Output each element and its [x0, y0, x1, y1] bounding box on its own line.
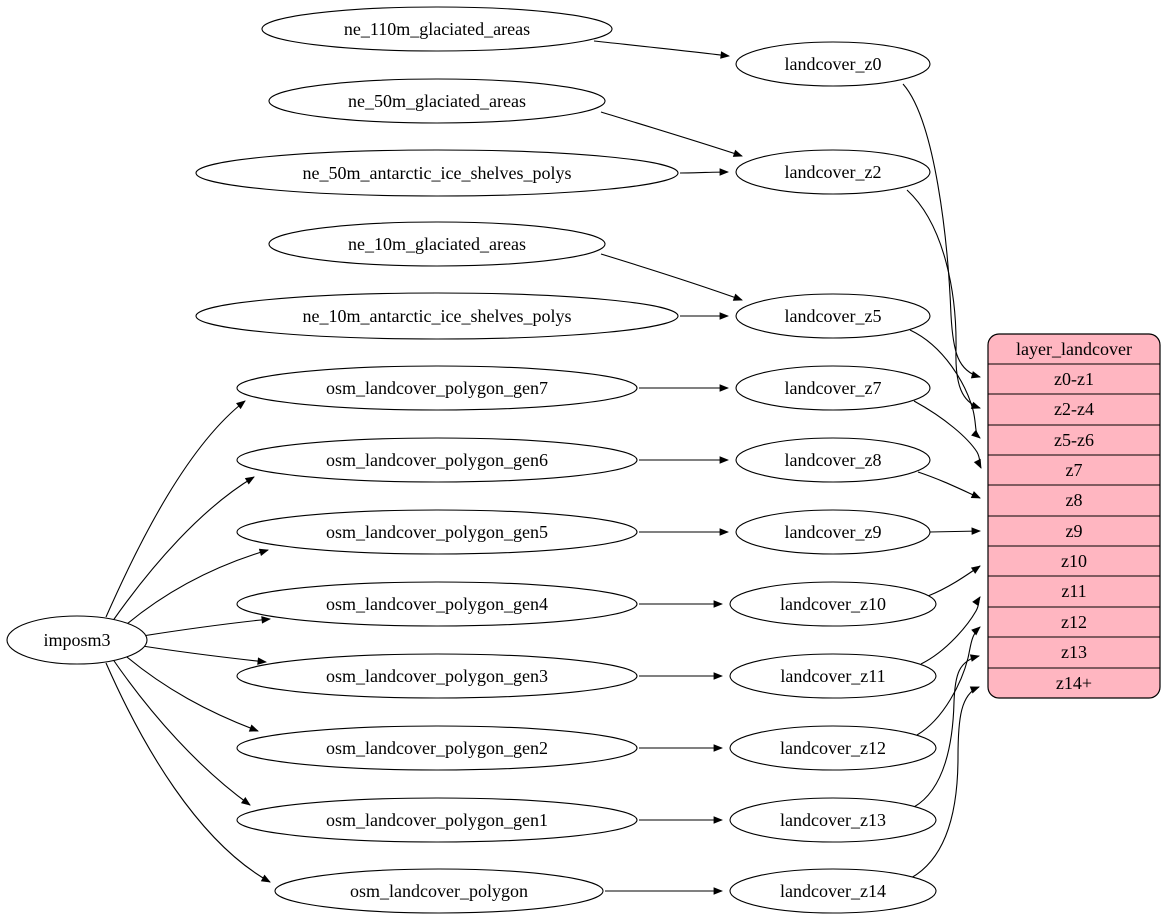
node-imposm3: imposm3: [6, 615, 148, 665]
node-label: landcover_z5: [785, 306, 882, 326]
edge-imposm3-to-gen6: [111, 476, 255, 623]
edge-z10-to-row-z10: [927, 565, 981, 597]
node-landcover-z8: landcover_z8: [735, 437, 931, 483]
table-row-z11: z11: [1061, 581, 1086, 601]
node-label: landcover_z2: [785, 162, 882, 182]
edge-ne50m-antarctic-to-z2: [679, 168, 729, 176]
edge-imposm3-to-gen3: [135, 644, 267, 665]
node-landcover-z5: landcover_z5: [735, 293, 931, 339]
table-row-z7: z7: [1066, 460, 1083, 480]
node-ne-110m-glaciated-areas: ne_110m_glaciated_areas: [261, 6, 613, 52]
node-osm-landcover-polygon-gen7: osm_landcover_polygon_gen7: [236, 365, 638, 411]
node-label: osm_landcover_polygon_gen5: [326, 522, 548, 542]
edge-ne50m-glaciated-to-z2: [600, 111, 743, 157]
node-osm-landcover-polygon-gen5: osm_landcover_polygon_gen5: [236, 509, 638, 555]
node-landcover-z11: landcover_z11: [729, 653, 937, 699]
node-ne-10m-antarctic-ice-shelves-polys: ne_10m_antarctic_ice_shelves_polys: [195, 292, 679, 340]
node-label: landcover_z14: [780, 881, 886, 901]
edge-imposm3-to-gen5: [120, 548, 269, 630]
table-row-z10: z10: [1061, 551, 1087, 571]
table-row-z8: z8: [1066, 490, 1083, 510]
edge-imposm3-to-gen7: [105, 400, 246, 618]
table-layer-landcover: layer_landcover z0-z1 z2-z4 z5-z6 z7 z8 …: [987, 333, 1161, 699]
node-label: osm_landcover_polygon_gen1: [326, 810, 548, 830]
edge-imposm3-to-gen1: [111, 657, 251, 806]
node-landcover-z13: landcover_z13: [729, 797, 937, 843]
table-row-z12: z12: [1061, 612, 1087, 632]
node-label: osm_landcover_polygon_gen2: [326, 738, 548, 758]
node-label: osm_landcover_polygon: [350, 881, 528, 901]
table-row-z2-z4: z2-z4: [1054, 399, 1094, 419]
edge-z2-to-row-z2-z4: [906, 189, 981, 409]
node-label: landcover_z7: [785, 378, 882, 398]
node-label: osm_landcover_polygon_gen4: [326, 594, 548, 614]
node-landcover-z12: landcover_z12: [729, 725, 937, 771]
edge-imposm3-to-gen4: [135, 616, 271, 638]
table-title: layer_landcover: [1016, 339, 1132, 359]
node-landcover-z0: landcover_z0: [735, 41, 931, 87]
node-osm-landcover-polygon-gen2: osm_landcover_polygon_gen2: [236, 725, 638, 771]
edges: [105, 40, 982, 895]
node-landcover-z9: landcover_z9: [735, 509, 931, 555]
node-ne-50m-glaciated-areas: ne_50m_glaciated_areas: [268, 78, 606, 124]
node-label: landcover_z11: [780, 666, 885, 686]
edge-z9-to-row-z9: [929, 527, 981, 535]
node-imposm3-label: imposm3: [43, 630, 110, 650]
edge-z7-to-row-z7: [913, 400, 982, 469]
node-label: landcover_z12: [780, 738, 886, 758]
node-label: osm_landcover_polygon_gen3: [326, 666, 548, 686]
node-imposm3-shape: [6, 615, 148, 665]
table-row-z13: z13: [1061, 642, 1087, 662]
node-ne-50m-antarctic-ice-shelves-polys: ne_50m_antarctic_ice_shelves_polys: [195, 149, 679, 197]
node-label: ne_50m_antarctic_ice_shelves_polys: [303, 163, 572, 183]
node-osm-landcover-polygon-gen1: osm_landcover_polygon_gen1: [236, 797, 638, 843]
edge-z12-to-row-z12: [916, 626, 981, 736]
node-label: osm_landcover_polygon_gen6: [326, 450, 548, 470]
edge-ne10m-glaciated-to-z5: [600, 253, 743, 301]
edge-z5-to-row-z5-z6: [909, 329, 981, 439]
edge-imposm3-to-polygon: [105, 662, 271, 883]
node-osm-landcover-polygon-gen6: osm_landcover_polygon_gen6: [236, 437, 638, 483]
node-landcover-z14: landcover_z14: [729, 868, 937, 914]
edge-ne110m-glaciated-to-z0: [593, 40, 730, 59]
node-ne-10m-glaciated-areas: ne_10m_glaciated_areas: [268, 221, 606, 267]
node-label: ne_10m_antarctic_ice_shelves_polys: [303, 306, 572, 326]
node-landcover-z2: landcover_z2: [735, 149, 931, 195]
node-label: ne_110m_glaciated_areas: [344, 19, 530, 39]
edge-z14-to-row-z14plus: [910, 686, 980, 879]
table-row-z14plus: z14+: [1056, 673, 1092, 693]
edge-z11-to-row-z11: [920, 596, 981, 665]
node-label: ne_10m_glaciated_areas: [348, 234, 526, 254]
node-label: landcover_z9: [785, 522, 882, 542]
edge-imposm3-to-gen2: [120, 651, 259, 732]
edge-z13-to-row-z13: [913, 654, 980, 808]
node-landcover-z10: landcover_z10: [729, 581, 937, 627]
node-osm-landcover-polygon-gen4: osm_landcover_polygon_gen4: [236, 581, 638, 627]
node-label: ne_50m_glaciated_areas: [348, 91, 526, 111]
node-label: landcover_z8: [785, 450, 882, 470]
table-row-z5-z6: z5-z6: [1054, 430, 1094, 450]
node-label: osm_landcover_polygon_gen7: [326, 378, 548, 398]
node-landcover-z7: landcover_z7: [735, 365, 931, 411]
node-osm-landcover-polygon: osm_landcover_polygon: [274, 868, 604, 914]
node-label: landcover_z0: [785, 54, 882, 74]
table-row-z0-z1: z0-z1: [1054, 369, 1094, 389]
edge-z8-to-row-z8: [917, 471, 981, 499]
table-row-z9: z9: [1066, 521, 1083, 541]
node-label: landcover_z13: [780, 810, 886, 830]
edge-z0-to-row-z0-z1: [902, 83, 981, 379]
node-label: landcover_z10: [780, 594, 886, 614]
node-osm-landcover-polygon-gen3: osm_landcover_polygon_gen3: [236, 653, 638, 699]
